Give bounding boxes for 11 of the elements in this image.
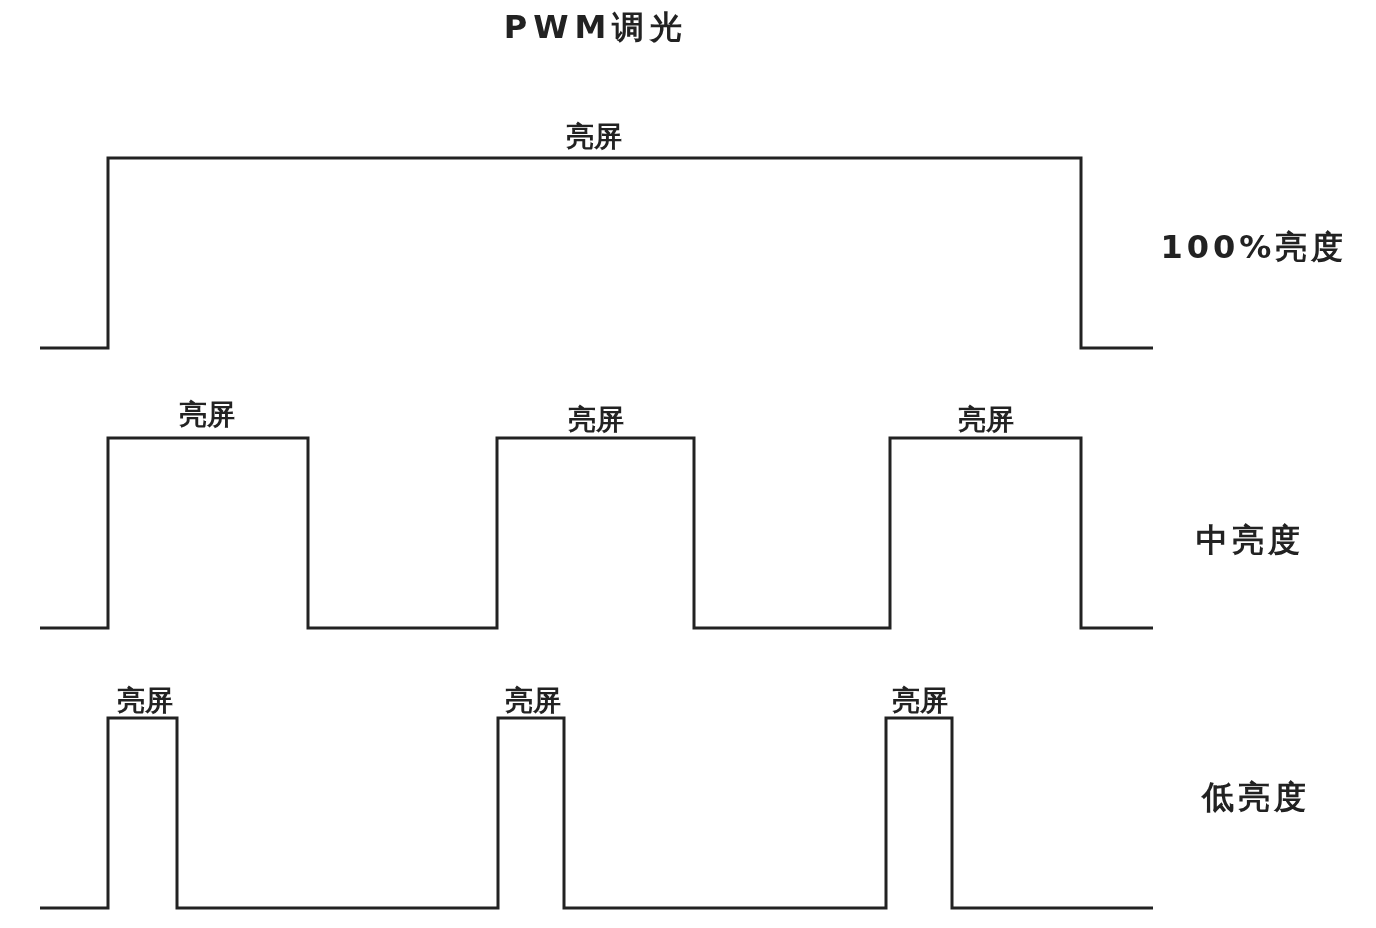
pulse-label: 亮屏 <box>505 687 561 715</box>
pulse-label: 亮屏 <box>566 123 622 151</box>
brightness-label: 100%亮度 <box>1160 231 1348 263</box>
pulse-label: 亮屏 <box>958 406 1014 434</box>
pulse-label: 亮屏 <box>117 687 173 715</box>
pulse-label: 亮屏 <box>179 401 235 429</box>
brightness-label: 低亮度 <box>1202 781 1310 813</box>
brightness-label: 中亮度 <box>1196 524 1304 556</box>
pulse-label: 亮屏 <box>892 687 948 715</box>
title: PWM调光 <box>503 11 689 43</box>
pulse-label: 亮屏 <box>568 406 624 434</box>
